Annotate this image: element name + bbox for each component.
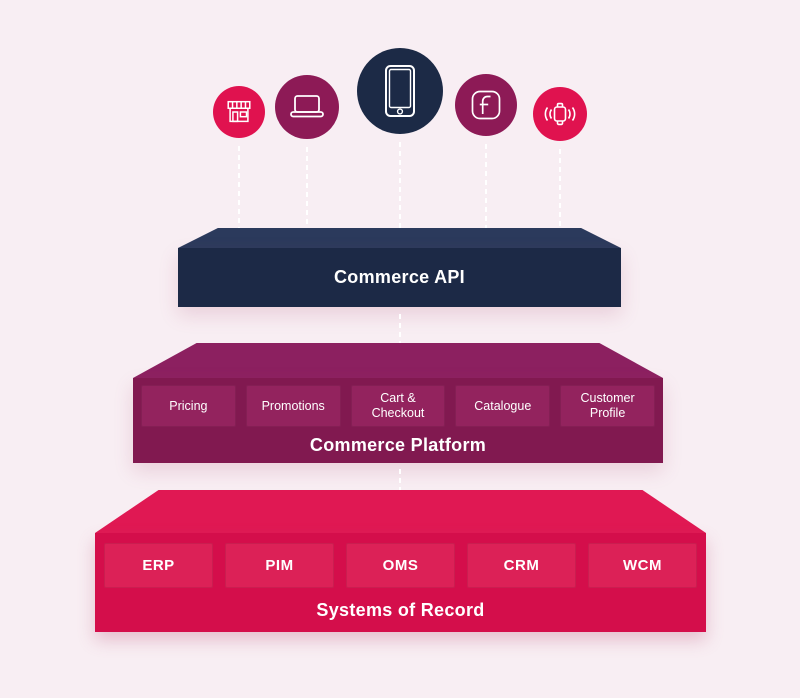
facebook-icon [469, 88, 503, 122]
commerce-api-title: Commerce API [334, 267, 465, 287]
connector-storefront-to-api [238, 146, 240, 238]
laptop-icon [288, 93, 326, 121]
smartwatch-channel [533, 87, 587, 141]
module-erp: ERP [104, 543, 213, 588]
storefront-channel [213, 86, 265, 138]
commerce-api-layer: Commerce API [178, 248, 621, 307]
commerce-api-top-face [178, 228, 621, 248]
facebook-channel [455, 74, 517, 136]
storefront-icon [224, 97, 254, 127]
module-crm: CRM [467, 543, 576, 588]
connector-laptop-to-api [306, 147, 308, 238]
connector-smartwatch-to-api [559, 149, 561, 238]
commerce-platform-top-face [133, 343, 663, 378]
connector-api-to-platform [399, 314, 401, 358]
systems-of-record-title: Systems of Record [316, 599, 485, 620]
connector-platform-to-systems [399, 469, 401, 509]
connector-smartphone-to-api [399, 142, 401, 238]
commerce-platform-title: Commerce Platform [309, 434, 487, 455]
connector-facebook-to-api [485, 144, 487, 238]
systems-modules-row: ERP PIM OMS CRM WCM [104, 543, 697, 588]
module-customer-profile: Customer Profile [560, 385, 655, 427]
platform-modules-row: Pricing Promotions Cart & Checkout Catal… [141, 385, 655, 427]
laptop-channel [275, 75, 339, 139]
module-cart-checkout: Cart & Checkout [350, 385, 446, 427]
systems-of-record-layer: ERP PIM OMS CRM WCM Systems of Record [95, 533, 706, 632]
commerce-platform-layer: Pricing Promotions Cart & Checkout Catal… [133, 378, 663, 463]
module-pricing: Pricing [141, 385, 236, 427]
module-promotions: Promotions [245, 385, 341, 427]
smartphone-icon [383, 63, 417, 119]
module-catalogue: Catalogue [455, 385, 551, 427]
module-oms: OMS [346, 543, 455, 588]
systems-of-record-top-face [95, 490, 706, 533]
smartphone-channel [357, 48, 443, 134]
module-wcm: WCM [588, 543, 697, 588]
smartwatch-icon [540, 99, 580, 129]
module-pim: PIM [225, 543, 334, 588]
